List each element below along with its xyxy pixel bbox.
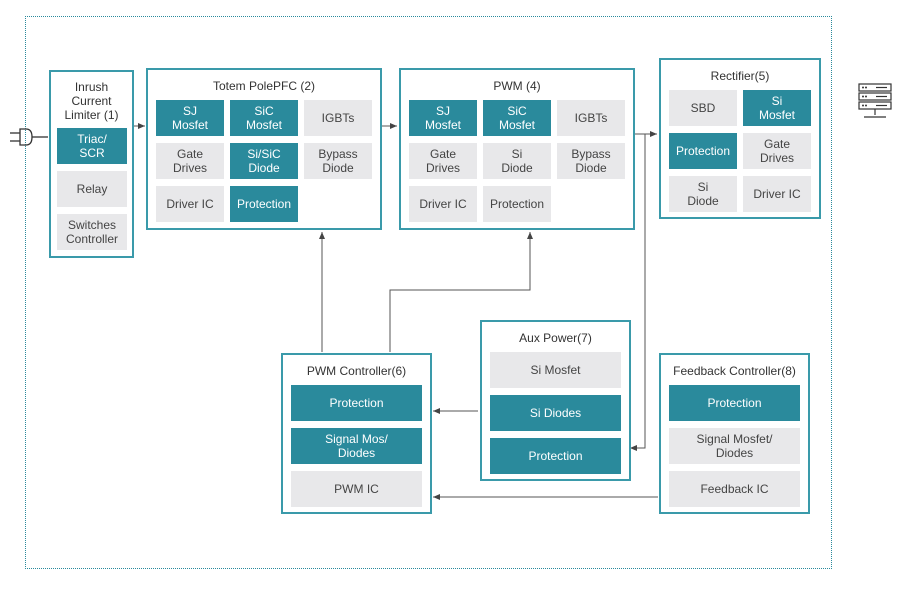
component-driver-ic: Driver IC: [743, 176, 811, 212]
component-signal-mosfet-diodes: Signal Mosfet/ Diodes: [669, 428, 800, 464]
block-title: Inrush Current Limiter (1): [64, 80, 119, 122]
component-bypass-diode: Bypass Diode: [557, 143, 625, 179]
pwm-block: PWM (4) SJ Mosfet SiC Mosfet IGBTs Gate …: [399, 68, 635, 230]
block-title: Rectifier(5): [710, 69, 770, 83]
component-protection: Protection: [669, 133, 737, 169]
component-igbts: IGBTs: [557, 100, 625, 136]
component-si-diode: Si Diode: [669, 176, 737, 212]
component-gate-drives: Gate Drives: [743, 133, 811, 169]
power-plug-icon: [10, 128, 48, 146]
component-protection: Protection: [483, 186, 551, 222]
aux-power-block: Aux Power(7) Si Mosfet Si Diodes Protect…: [480, 320, 631, 481]
component-protection: Protection: [230, 186, 298, 222]
rectifier-block: Rectifier(5) SBD Si Mosfet Protection Ga…: [659, 58, 821, 219]
block-title: Feedback Controller(8): [673, 364, 796, 378]
block-title: PWM (4): [493, 79, 541, 93]
component-signal-mos-diodes: Signal Mos/ Diodes: [291, 428, 422, 464]
pwm-controller-block: PWM Controller(6) Protection Signal Mos/…: [281, 353, 432, 514]
component-si-mosfet: Si Mosfet: [490, 352, 621, 388]
block-title: Aux Power(7): [519, 331, 592, 345]
component-sbd: SBD: [669, 90, 737, 126]
component-si-diodes: Si Diodes: [490, 395, 621, 431]
block-title: Totem PolePFC (2): [212, 79, 316, 93]
component-gate-drives: Gate Drives: [409, 143, 477, 179]
component-protection: Protection: [669, 385, 800, 421]
component-si-mosfet: Si Mosfet: [743, 90, 811, 126]
system-boundary: [25, 16, 832, 569]
component-switches-controller: Switches Controller: [57, 214, 127, 250]
component-si-sic-diode: Si/SiC Diode: [230, 143, 298, 179]
component-protection: Protection: [291, 385, 422, 421]
block-title: PWM Controller(6): [306, 364, 407, 378]
component-driver-ic: Driver IC: [409, 186, 477, 222]
component-triac-scr: Triac/ SCR: [57, 128, 127, 164]
component-bypass-diode: Bypass Diode: [304, 143, 372, 179]
wire-pwmctrl-to-pwm: [389, 232, 533, 352]
component-si-diode: Si Diode: [483, 143, 551, 179]
feedback-controller-block: Feedback Controller(8) Protection Signal…: [659, 353, 810, 514]
component-gate-drives: Gate Drives: [156, 143, 224, 179]
inrush-current-limiter-block: Inrush Current Limiter (1) Triac/ SCR Re…: [49, 70, 134, 258]
server-rack-icon: [858, 83, 892, 118]
component-pwm-ic: PWM IC: [291, 471, 422, 507]
component-sic-mosfet: SiC Mosfet: [230, 100, 298, 136]
component-protection: Protection: [490, 438, 621, 474]
component-driver-ic: Driver IC: [156, 186, 224, 222]
component-sic-mosfet: SiC Mosfet: [483, 100, 551, 136]
component-sj-mosfet: SJ Mosfet: [409, 100, 477, 136]
component-igbts: IGBTs: [304, 100, 372, 136]
component-feedback-ic: Feedback IC: [669, 471, 800, 507]
totem-pole-pfc-block: Totem PolePFC (2) SJ Mosfet SiC Mosfet I…: [146, 68, 382, 230]
component-relay: Relay: [57, 171, 127, 207]
wire-bus-to-aux: [630, 134, 646, 451]
component-sj-mosfet: SJ Mosfet: [156, 100, 224, 136]
